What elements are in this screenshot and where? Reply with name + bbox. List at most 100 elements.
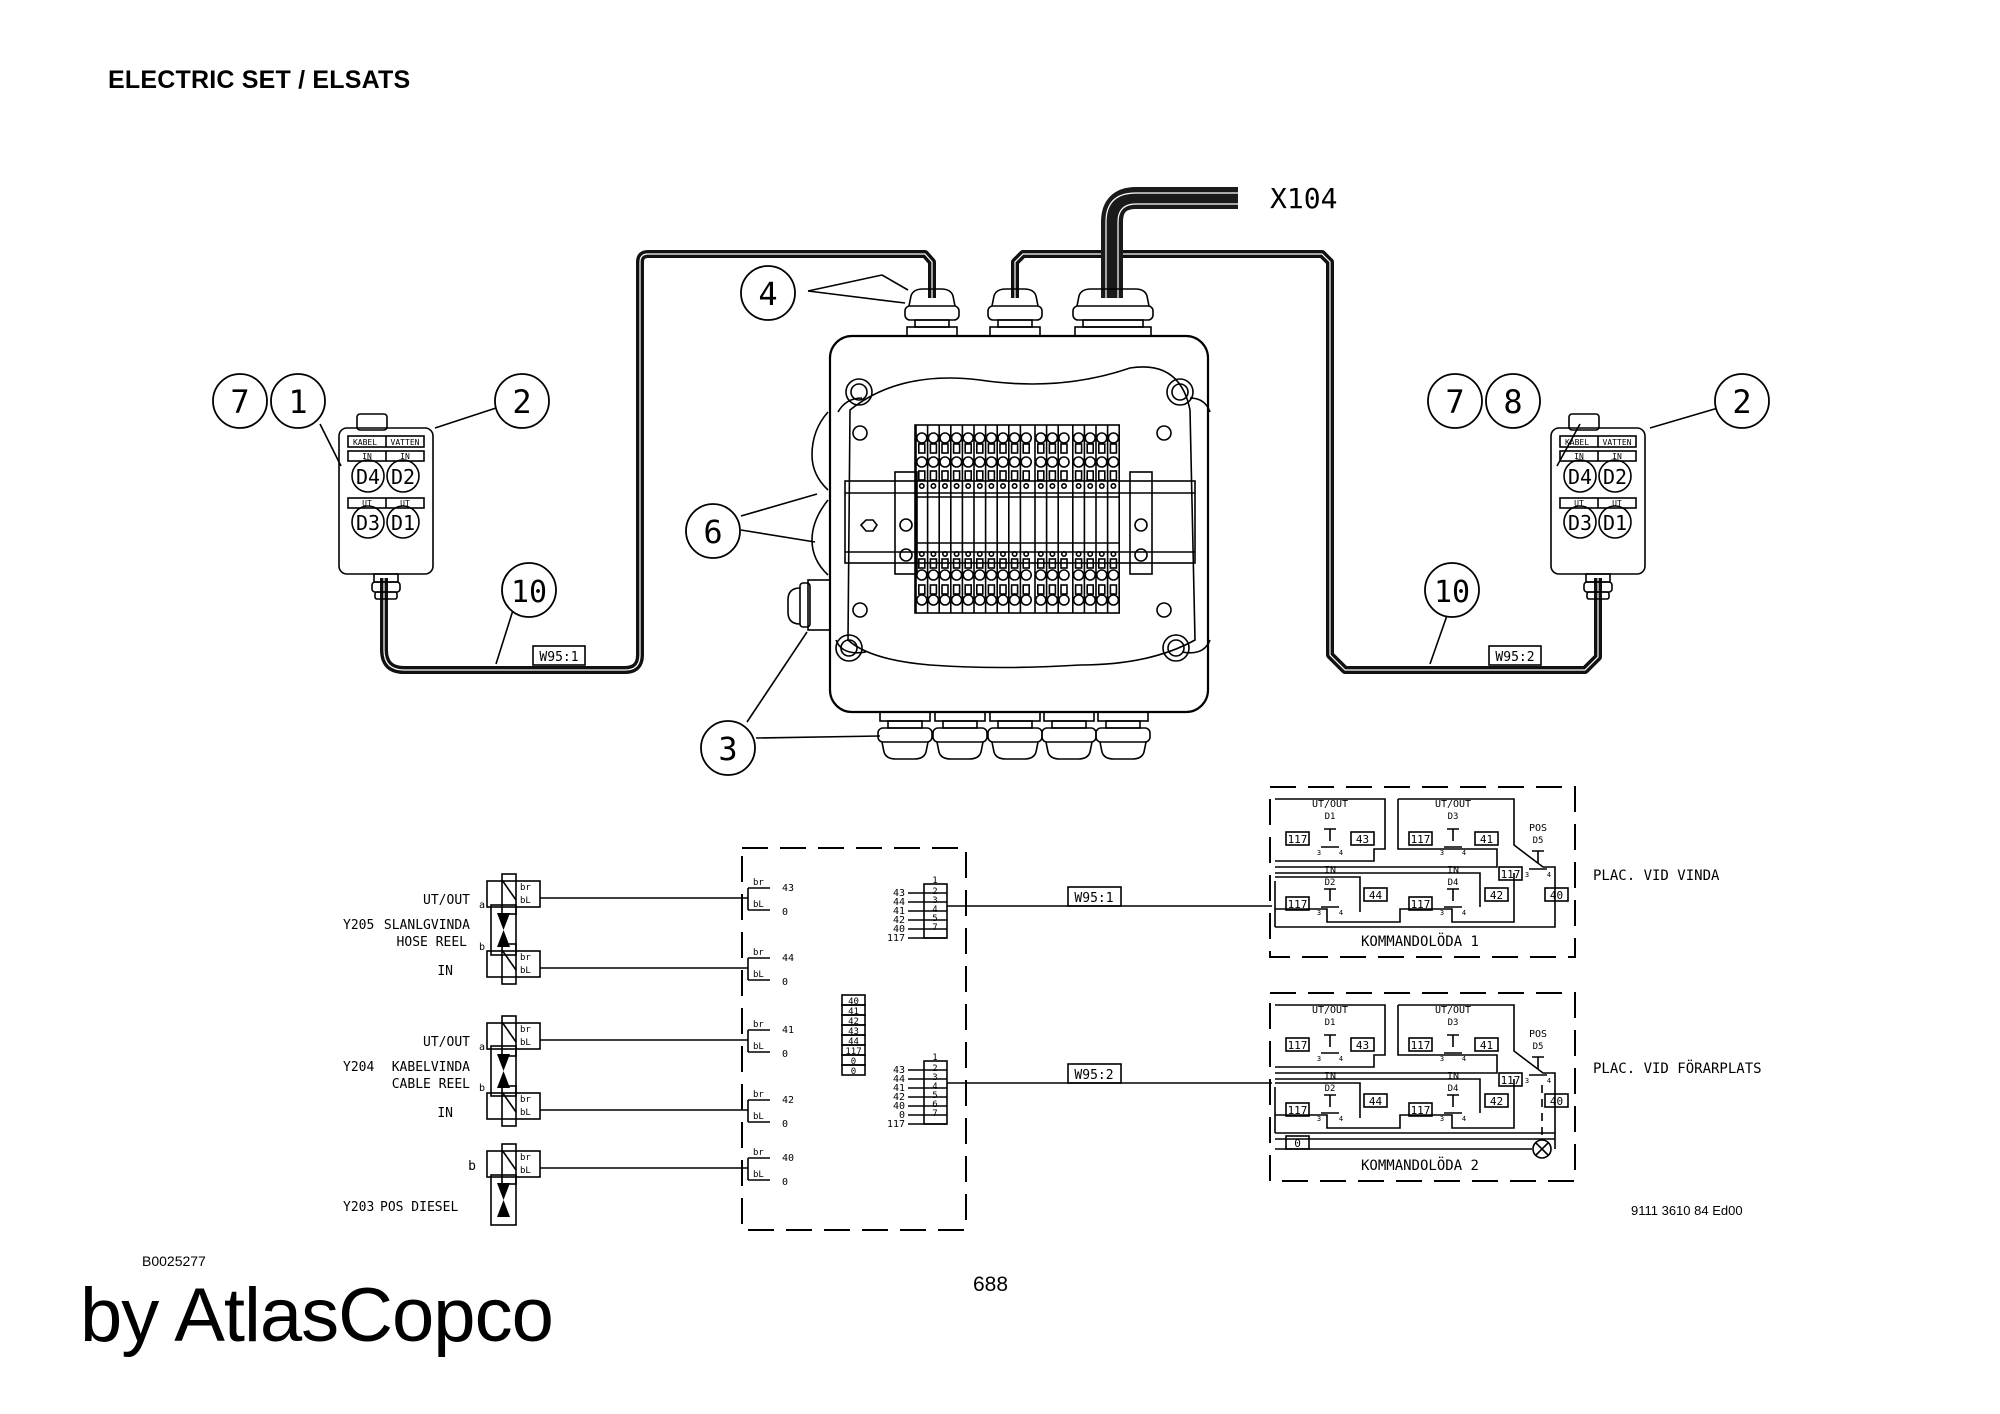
pin-number: 7: [932, 1109, 937, 1119]
y205-name: SLANLGVINDA: [384, 918, 470, 933]
cable-right-w95-2: [1011, 250, 1602, 674]
terminal-hole: [1061, 550, 1068, 557]
contact-number: 4: [1462, 849, 1466, 857]
terminal-screw: [915, 594, 928, 606]
svg-text:IN: IN: [400, 452, 410, 461]
terminal-slot: [975, 443, 984, 454]
document-code: B0025277: [142, 1253, 206, 1269]
svg-text:7: 7: [230, 383, 249, 421]
terminal-slot: [1098, 584, 1106, 595]
terminal-screw: [1096, 594, 1108, 606]
gland-dome: [991, 288, 1039, 307]
terminal-slot: [929, 584, 938, 595]
y205-in-label: IN: [437, 964, 453, 979]
callout-bubbles: 7 1 2 10 4 6 3 7 8 2 10: [212, 265, 1770, 776]
wire-bl-label: bL: [520, 1038, 531, 1048]
signal-label: 44: [893, 897, 905, 908]
switch-contact: [1529, 850, 1547, 870]
terminal-slot: [1037, 443, 1045, 454]
terminal-screw: [1008, 569, 1021, 581]
terminal-hole: [988, 482, 995, 489]
page-title: ELECTRIC SET / ELSATS: [108, 66, 411, 94]
terminal-slot: [1022, 584, 1031, 595]
gland-base: [989, 711, 1041, 722]
signal-label: 41: [893, 906, 905, 917]
terminal-slot: [952, 558, 961, 569]
strip-label: 42: [848, 1017, 859, 1027]
callout-7-left: 7: [212, 373, 268, 429]
wire-bl-label: bL: [520, 1166, 531, 1176]
gland-ring: [942, 720, 978, 729]
terminal-slot: [1098, 470, 1106, 481]
signal-label: 117: [887, 933, 905, 944]
svg-text:D4: D4: [356, 465, 380, 489]
callout-10-left: 10: [501, 562, 557, 618]
terminal-slot: [917, 584, 926, 595]
command-box-outline: [1269, 992, 1576, 1182]
switch-mode: UT/OUT: [1312, 1005, 1348, 1016]
terminal-slot: [1074, 443, 1083, 454]
terminal-screw: [1058, 456, 1070, 468]
gland-nut: [987, 727, 1043, 743]
terminal-screw: [962, 456, 975, 468]
terminal-hole: [965, 482, 972, 489]
terminal-tag: [1474, 1037, 1499, 1052]
terminal-tag: [1350, 1037, 1375, 1052]
terminal-tag-label: 40: [1550, 889, 1563, 902]
cable-tag-w95-2: W95:2: [1495, 650, 1534, 665]
switch-name: D4: [1448, 878, 1459, 888]
terminal-hole: [976, 482, 983, 489]
valve-symbol: [497, 913, 510, 947]
gland-nut: [987, 305, 1043, 321]
terminal-slot: [917, 558, 926, 569]
terminal-tag: [1484, 1093, 1509, 1108]
terminal-slot: [952, 443, 961, 454]
terminal-screw: [973, 432, 986, 444]
terminal-hole: [941, 550, 948, 557]
terminal-hole: [1049, 482, 1056, 489]
terminal-slot: [999, 584, 1007, 595]
callout-2-right: 2: [1714, 373, 1770, 429]
wire-br-label: br: [520, 1025, 531, 1035]
terminal-slot: [1074, 558, 1083, 569]
gland-ring: [914, 319, 950, 328]
terminal-slot: [1037, 584, 1045, 595]
terminal-slot: [964, 443, 973, 454]
terminal-tag: [1498, 866, 1523, 881]
svg-text:2: 2: [512, 383, 531, 421]
wiring-schematic: UT/OUT Y205 SLANLGVINDA HOSE REEL IN UT/…: [343, 786, 1762, 1231]
terminal-screw: [1107, 569, 1120, 581]
terminal-screw: [915, 432, 928, 444]
switch-contact: [1444, 888, 1462, 908]
terminal-slot: [964, 584, 973, 595]
gland-base: [1097, 711, 1149, 722]
terminal-screw: [1072, 456, 1085, 468]
terminal-tag-label: 41: [1480, 833, 1493, 846]
terminal-slot: [999, 558, 1007, 569]
page-number: 688: [973, 1273, 1009, 1296]
svg-text:D2: D2: [1603, 465, 1627, 489]
terminal-number: 0: [782, 1049, 788, 1060]
solenoid-coil: [501, 1085, 517, 1127]
callout-3: 3: [700, 720, 756, 776]
terminal-screw: [1008, 594, 1021, 606]
gland-nut: [877, 727, 933, 743]
terminal-tag: [1363, 1093, 1388, 1108]
terminal-screw: [1107, 432, 1120, 444]
terminal-slot: [917, 443, 926, 454]
terminal-slot: [964, 470, 973, 481]
callout-1: 1: [270, 373, 326, 429]
terminal-slot: [941, 443, 949, 454]
terminal-fork: [742, 1099, 770, 1123]
pin-number: 2: [932, 887, 937, 897]
terminal-hole: [930, 482, 937, 489]
switch-mode: UT/OUT: [1435, 1005, 1471, 1016]
strip-label: 0: [851, 1067, 856, 1077]
terminal-slot: [1010, 558, 1019, 569]
gland-nut: [932, 727, 988, 743]
coil-slash: [501, 1091, 517, 1113]
contact-number: 3: [1525, 1077, 1529, 1085]
